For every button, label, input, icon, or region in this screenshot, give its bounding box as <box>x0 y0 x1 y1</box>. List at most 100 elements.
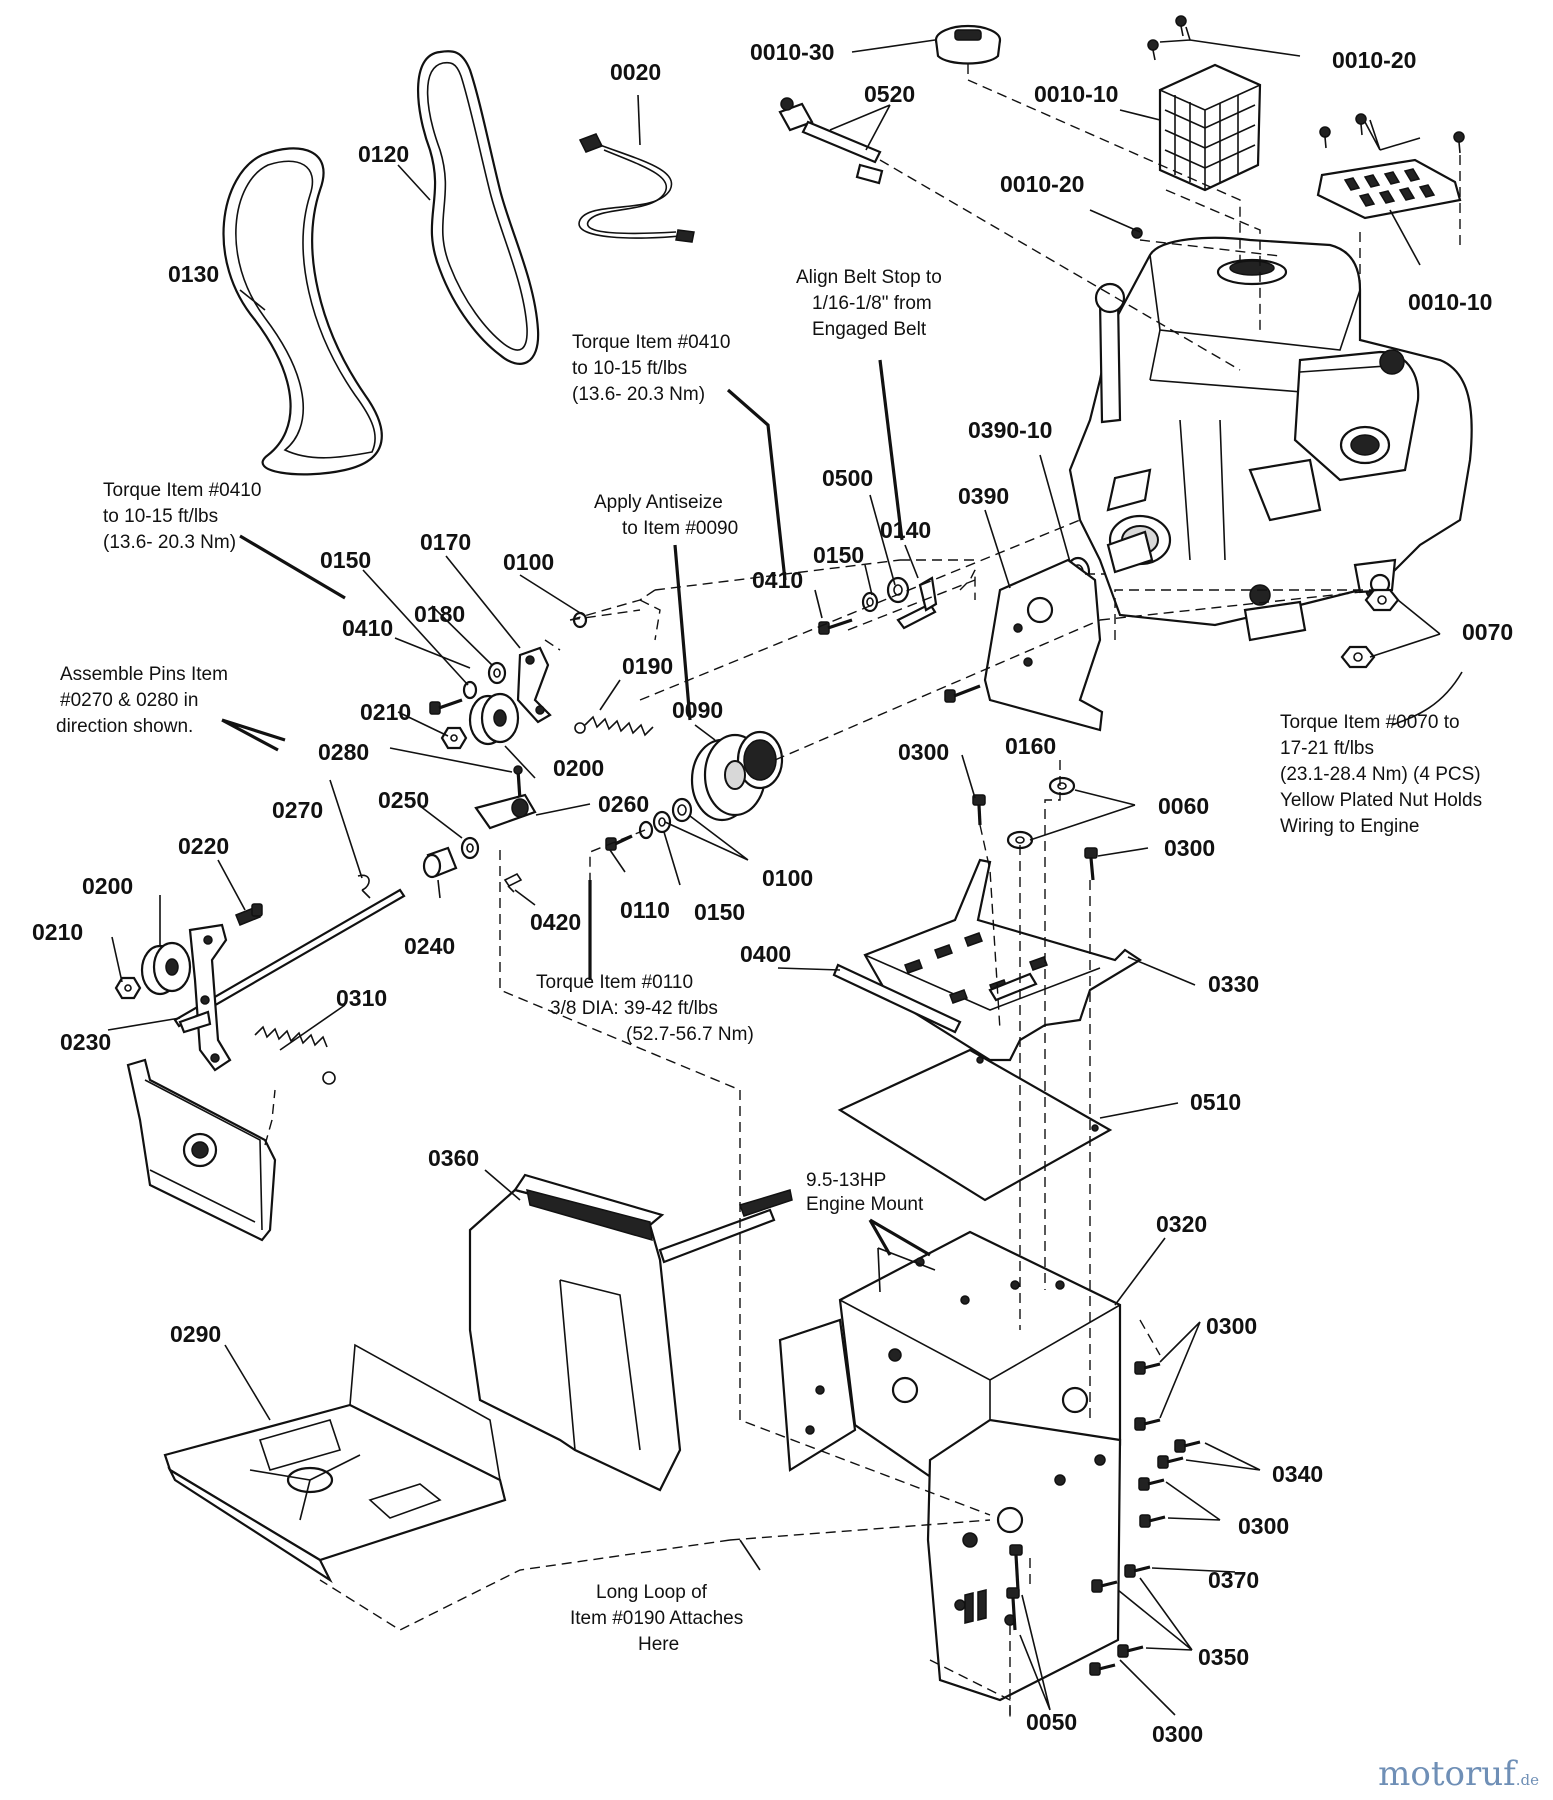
label-0330: 0330 <box>1208 971 1259 997</box>
label-0010-20-mid: 0010-20 <box>1000 171 1084 197</box>
svg-text:Here: Here <box>638 1634 679 1655</box>
belt-0130 <box>222 147 383 476</box>
label-0310: 0310 <box>336 985 387 1011</box>
svg-text:to Item #0090: to Item #0090 <box>622 518 738 539</box>
gas-cap-0010-30 <box>934 24 1002 65</box>
svg-text:Engine Mount: Engine Mount <box>806 1194 924 1215</box>
label-0500: 0500 <box>822 465 873 491</box>
svg-text:Long Loop of: Long Loop of <box>596 1582 708 1603</box>
note-engine-mount: 9.5-13HP Engine Mount <box>806 1170 924 1215</box>
belt-housing-0360 <box>468 1173 793 1492</box>
label-0240: 0240 <box>404 933 455 959</box>
bolt-0300-b <box>1084 847 1098 881</box>
label-0150-c: 0150 <box>694 899 745 925</box>
svg-text:Torque Item #0410: Torque Item #0410 <box>572 332 730 353</box>
heat-shield-0010-10 <box>1316 158 1462 220</box>
spring-0190 <box>574 715 654 737</box>
label-0320: 0320 <box>1156 1211 1207 1237</box>
label-0210-a: 0210 <box>360 699 411 725</box>
label-0300-c: 0300 <box>1206 1313 1257 1339</box>
label-0050: 0050 <box>1026 1709 1077 1735</box>
svg-text:Wiring to Engine: Wiring to Engine <box>1280 816 1419 837</box>
svg-text:Align Belt Stop to: Align Belt Stop to <box>796 267 942 288</box>
note-assemble-pins: Assemble Pins Item #0270 & 0280 in direc… <box>56 664 228 737</box>
label-0290: 0290 <box>170 1321 221 1347</box>
idler-pulley-0200-upper <box>468 692 520 746</box>
bolt-0410-left <box>429 698 463 715</box>
label-0370: 0370 <box>1208 1567 1259 1593</box>
label-0170: 0170 <box>420 529 471 555</box>
engine <box>1068 236 1473 642</box>
label-0300-d: 0300 <box>1238 1513 1289 1539</box>
note-torque-0410-left: Torque Item #0410 to 10-15 ft/lbs (13.6-… <box>103 480 261 553</box>
svg-text:Torque Item #0070 to: Torque Item #0070 to <box>1280 712 1460 733</box>
svg-text:to 10-15 ft/lbs: to 10-15 ft/lbs <box>103 506 218 527</box>
label-0150-a: 0150 <box>813 542 864 568</box>
label-0130: 0130 <box>168 261 219 287</box>
label-0270: 0270 <box>272 797 323 823</box>
mount-plate-0330 <box>863 858 1143 1062</box>
label-0350: 0350 <box>1198 1644 1249 1670</box>
label-0210-b: 0210 <box>32 919 83 945</box>
frame-bolts-right <box>1089 1361 1201 1676</box>
svg-text:(13.6- 20.3 Nm): (13.6- 20.3 Nm) <box>572 384 705 405</box>
label-0160: 0160 <box>1005 733 1056 759</box>
muffler-guard-0010-10 <box>1158 63 1262 192</box>
washers-0060 <box>1006 776 1076 850</box>
svg-text:Torque Item #0410: Torque Item #0410 <box>103 480 261 501</box>
label-0520: 0520 <box>864 81 915 107</box>
label-0340: 0340 <box>1272 1461 1323 1487</box>
note-belt-stop: Align Belt Stop to 1/16-1/8" from Engage… <box>796 267 942 340</box>
bushing-0240 <box>422 846 458 879</box>
washer-0180 <box>487 661 507 685</box>
shaft-0270 <box>173 874 406 1028</box>
label-0010-20-top: 0010-20 <box>1332 47 1416 73</box>
idler-bracket-0170 <box>516 646 552 724</box>
spring-0310 <box>254 1025 336 1085</box>
label-0300-b: 0300 <box>1164 835 1215 861</box>
svg-text:(13.6- 20.3 Nm): (13.6- 20.3 Nm) <box>103 532 236 553</box>
label-0420: 0420 <box>530 909 581 935</box>
cable-0020 <box>578 133 695 243</box>
svg-text:(52.7-56.7 Nm): (52.7-56.7 Nm) <box>626 1024 754 1045</box>
belt-stop-0140 <box>896 576 938 630</box>
belt-0120 <box>417 50 540 365</box>
svg-text:Item #0190 Attaches: Item #0190 Attaches <box>570 1608 743 1629</box>
label-0390-10: 0390-10 <box>968 417 1052 443</box>
leader-lines <box>107 26 1463 1716</box>
primer-0520 <box>778 97 884 185</box>
label-0060: 0060 <box>1158 793 1209 819</box>
label-0100-b: 0100 <box>762 865 813 891</box>
svg-text:9.5-13HP: 9.5-13HP <box>806 1170 886 1191</box>
label-0260: 0260 <box>598 791 649 817</box>
nut-0210-lower <box>114 976 142 1000</box>
label-0280: 0280 <box>318 739 369 765</box>
label-0360: 0360 <box>428 1145 479 1171</box>
label-0010-10-top: 0010-10 <box>1034 81 1118 107</box>
screws-0010-20 <box>1131 15 1465 239</box>
insulation-sheet-0510 <box>837 1048 1113 1202</box>
label-0010-10-right: 0010-10 <box>1408 289 1492 315</box>
svg-text:1/16-1/8" from: 1/16-1/8" from <box>812 293 932 314</box>
note-torque-0070: Torque Item #0070 to 17-21 ft/lbs (23.1-… <box>1280 712 1482 837</box>
idler-pulley-0200-lower <box>140 941 192 996</box>
label-0020: 0020 <box>610 59 661 85</box>
note-torque-0410-top: Torque Item #0410 to 10-15 ft/lbs (13.6-… <box>572 332 730 405</box>
nuts-0070 <box>1340 588 1400 669</box>
label-0140: 0140 <box>880 517 931 543</box>
svg-text:3/8 DIA: 39-42 ft/lbs: 3/8 DIA: 39-42 ft/lbs <box>550 998 718 1019</box>
label-0190: 0190 <box>622 653 673 679</box>
bolt-0410-upper <box>818 618 853 635</box>
label-0400: 0400 <box>740 941 791 967</box>
label-0300-a: 0300 <box>898 739 949 765</box>
note-antiseize: Apply Antiseize to Item #0090 <box>594 492 738 539</box>
washer-0250 <box>460 836 480 860</box>
part-labels: 0010-30 0010-20 0010-10 0020 0520 0010-2… <box>32 39 1513 1747</box>
svg-text:(23.1-28.4 Nm) (4 PCS): (23.1-28.4 Nm) (4 PCS) <box>1280 764 1481 785</box>
label-0220: 0220 <box>178 833 229 859</box>
label-0010-30: 0010-30 <box>750 39 834 65</box>
watermark-logo: motoruf.de <box>1378 1754 1539 1794</box>
bolt-0160 <box>944 684 981 703</box>
washer-0150-left <box>462 680 478 700</box>
